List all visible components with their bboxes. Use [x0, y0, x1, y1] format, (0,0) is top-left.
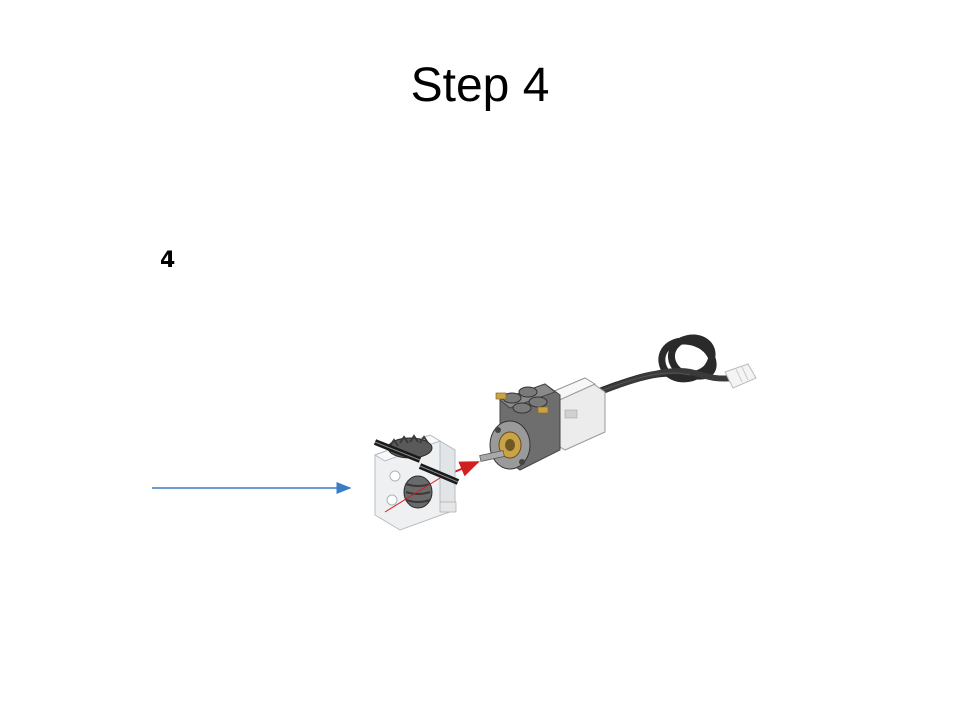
motor	[479, 377, 606, 471]
step-number: 4	[160, 248, 176, 273]
cable-connector	[724, 363, 757, 389]
motor-cable	[588, 334, 736, 399]
gearbox-assembly	[373, 434, 460, 531]
slide-title: Step 4	[410, 59, 550, 112]
